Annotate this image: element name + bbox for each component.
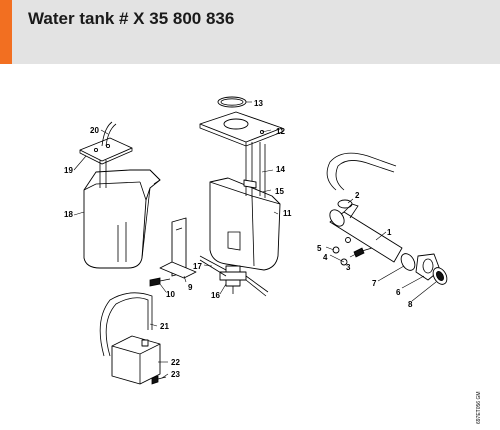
callout-13: 13 (254, 99, 263, 108)
callouts: 1 2 3 4 5 6 7 8 9 10 11 12 13 14 15 16 1… (64, 99, 413, 379)
callout-4: 4 (323, 253, 328, 262)
parts-diagram: 1 2 3 4 5 6 7 8 9 10 11 12 13 14 15 16 1… (64, 96, 482, 424)
callout-2: 2 (355, 191, 360, 200)
callout-21: 21 (160, 322, 169, 331)
pump-assembly (99, 292, 167, 385)
callout-1: 1 (387, 228, 392, 237)
callout-5: 5 (317, 244, 322, 253)
callout-22: 22 (171, 358, 180, 367)
middle-tank-assembly (199, 96, 283, 297)
drawing-code: 697ET056 GM (476, 391, 482, 424)
callout-17: 17 (193, 262, 202, 271)
callout-8: 8 (408, 300, 413, 309)
callout-23: 23 (171, 370, 180, 379)
callout-3: 3 (346, 263, 351, 272)
left-tank-assembly (79, 121, 161, 269)
callout-14: 14 (276, 165, 285, 174)
callout-10: 10 (166, 290, 175, 299)
header-accent-bar (0, 0, 12, 64)
callout-11: 11 (283, 209, 292, 218)
callout-7: 7 (372, 279, 377, 288)
leader-lines (73, 101, 437, 379)
page-header: Water tank # X 35 800 836 (0, 0, 500, 64)
callout-12: 12 (276, 127, 285, 136)
pipe-assembly (326, 152, 448, 285)
callout-9: 9 (188, 283, 193, 292)
callout-18: 18 (64, 210, 73, 219)
callout-20: 20 (90, 126, 99, 135)
page-title: Water tank # X 35 800 836 (28, 9, 235, 28)
callout-19: 19 (64, 166, 73, 175)
callout-15: 15 (275, 187, 284, 196)
mounting-bracket (149, 217, 197, 287)
callout-16: 16 (211, 291, 220, 300)
callout-6: 6 (396, 288, 401, 297)
